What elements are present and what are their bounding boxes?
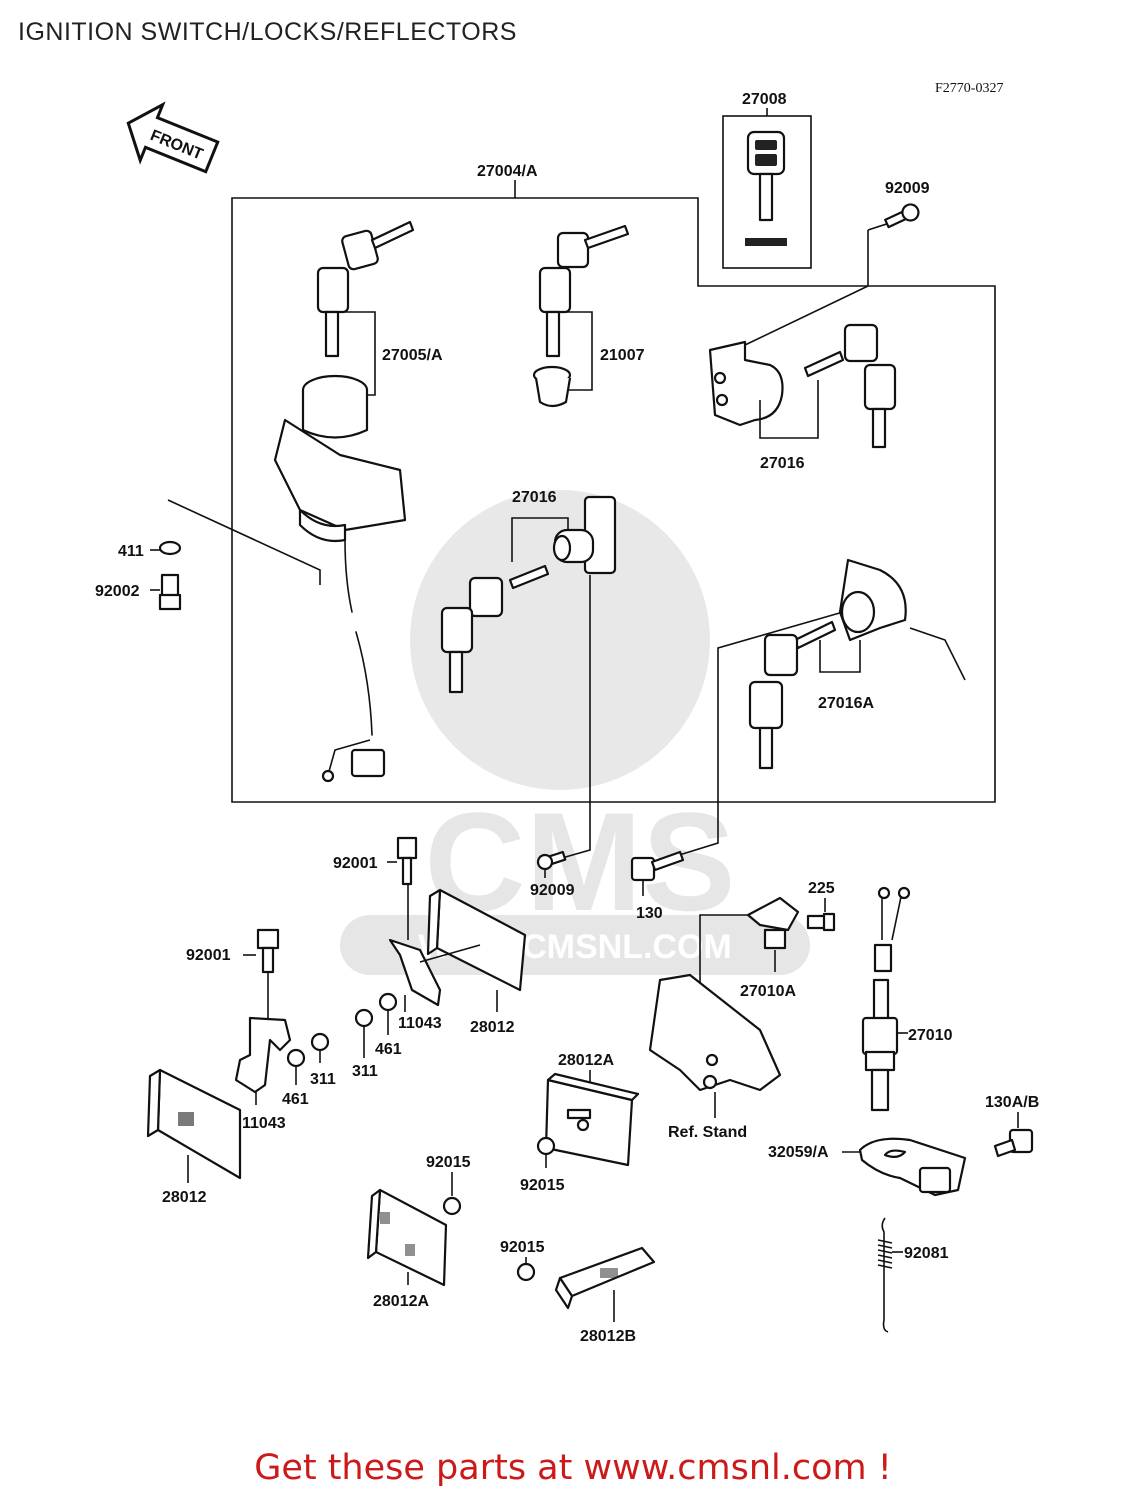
callout-461-b: 461 — [282, 1091, 309, 1108]
callout-225: 225 — [808, 880, 835, 897]
callout-27008: 27008 — [742, 91, 787, 108]
spring-icon — [877, 1217, 893, 1333]
callout-28012-b: 28012 — [162, 1189, 207, 1206]
seat-lock — [708, 323, 897, 449]
nut-icon-2 — [354, 1008, 374, 1028]
callout-130: 130 — [636, 905, 663, 922]
callout-130AB: 130A/B — [985, 1094, 1039, 1111]
bracket — [388, 938, 442, 1007]
switch-clip — [858, 1137, 967, 1197]
reflector-28012A-lower — [366, 1188, 448, 1287]
assembly-frame — [231, 197, 996, 803]
callout-ref-stand: Ref. Stand — [668, 1124, 747, 1141]
washer-icon — [158, 540, 182, 556]
callout-27005A: 27005/A — [382, 347, 443, 364]
page-title: IGNITION SWITCH/LOCKS/REFLECTORS — [18, 18, 517, 46]
reflector-28012B — [554, 1246, 656, 1310]
footer-link-text[interactable]: Get these parts at www.cmsnl.com ! — [254, 1448, 892, 1488]
nut-icon-4 — [310, 1032, 330, 1052]
callout-28012B: 28012B — [580, 1328, 636, 1345]
callout-461-a: 461 — [375, 1041, 402, 1058]
front-arrow-icon: FRONT — [126, 101, 220, 174]
helmet-lock — [440, 495, 617, 694]
nut-icon-5 — [536, 1136, 556, 1156]
nut-icon-6 — [442, 1196, 462, 1216]
bolt-icon-5 — [993, 1128, 1034, 1158]
reflector-left — [146, 1068, 242, 1180]
callout-311-a: 311 — [352, 1063, 378, 1080]
callout-92002: 92002 — [95, 583, 140, 600]
callout-32059A: 32059/A — [768, 1144, 829, 1161]
callout-21007: 21007 — [600, 347, 645, 364]
screw-icon — [884, 203, 920, 229]
footer-link[interactable]: Get these parts at www.cmsnl.com ! — [0, 1448, 1146, 1488]
nut-icon-3 — [286, 1048, 306, 1068]
stand-bracket — [648, 973, 782, 1092]
figure-code: F2770-0327 — [935, 81, 1003, 96]
callout-411: 411 — [118, 543, 144, 560]
key-pair-icon-2 — [538, 224, 630, 358]
callout-27016-mid: 27016 — [512, 489, 557, 506]
callout-92001-b: 92001 — [186, 947, 231, 964]
key-icon — [745, 130, 787, 246]
callout-27016-right: 27016 — [760, 455, 805, 472]
bolt-icon-4 — [256, 928, 280, 974]
callout-28012-a: 28012 — [470, 1019, 515, 1036]
parts-diagram: CMS WWW.CMSNL.COM F2770-0327 FRONT 27004… — [95, 81, 1039, 1345]
callout-92081: 92081 — [904, 1245, 949, 1262]
callout-92015-c: 92015 — [500, 1239, 545, 1256]
callout-27004A: 27004/A — [477, 163, 538, 180]
callout-92009-top: 92009 — [885, 180, 930, 197]
callout-11043-b: 11043 — [242, 1115, 286, 1132]
callout-28012A-b: 28012A — [373, 1293, 429, 1310]
screw-icon-3 — [806, 912, 836, 932]
callout-28012A-a: 28012A — [558, 1052, 614, 1069]
neutral-switch — [861, 886, 911, 1112]
callout-92015-b: 92015 — [520, 1177, 565, 1194]
nut-icon-7 — [516, 1262, 536, 1282]
callout-92015-a: 92015 — [426, 1154, 471, 1171]
callout-11043-a: 11043 — [398, 1015, 442, 1032]
nut-icon — [378, 992, 398, 1012]
reflector-rect — [426, 888, 527, 992]
tank-cap-lock — [748, 558, 966, 770]
ignition-switch — [273, 374, 407, 783]
callout-27010: 27010 — [908, 1027, 953, 1044]
bracket-2 — [234, 1016, 292, 1094]
screw-icon-2 — [536, 850, 567, 871]
bolt-icon — [158, 573, 182, 611]
callout-27016A: 27016A — [818, 695, 874, 712]
callout-27010A: 27010A — [740, 983, 796, 1000]
switch-bracket — [746, 896, 800, 950]
callout-92009-low: 92009 — [530, 882, 575, 899]
lock-cap — [532, 365, 572, 408]
bolt-icon-2 — [396, 836, 418, 886]
reflector-28012A — [544, 1072, 640, 1167]
bolt-icon-3 — [630, 850, 685, 882]
key-pair-icon — [316, 220, 415, 358]
callout-92001-a: 92001 — [333, 855, 378, 872]
callout-311-b: 311 — [310, 1071, 336, 1088]
